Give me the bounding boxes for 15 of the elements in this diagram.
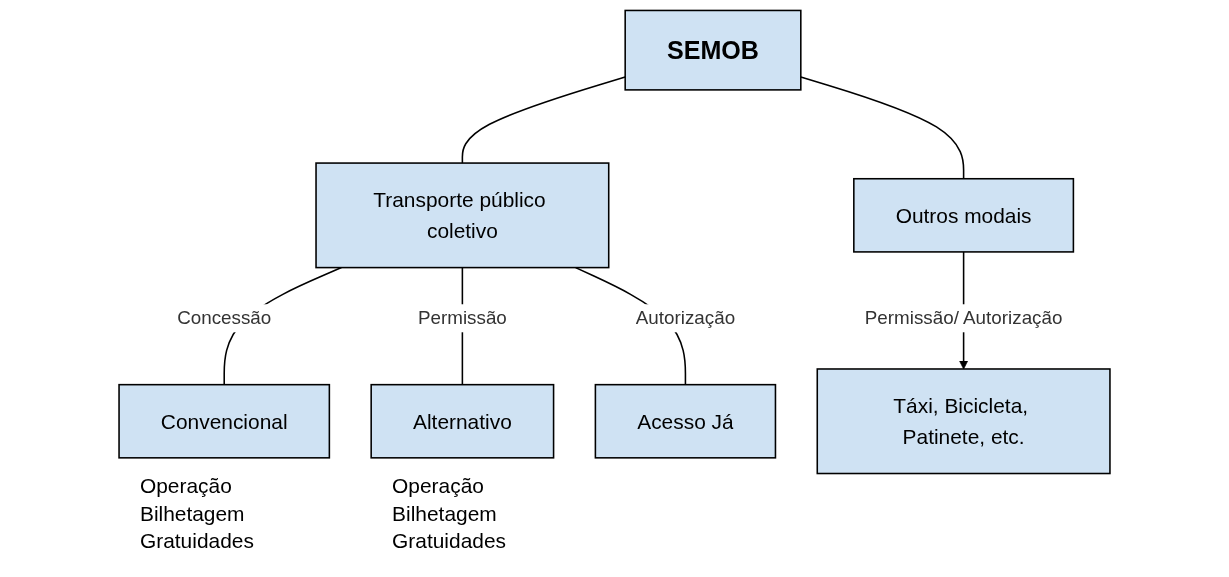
- node-box: Alternativo: [370, 383, 555, 459]
- node-box: Outros modais: [853, 177, 1075, 253]
- connector: [461, 76, 626, 164]
- edge-label: Autorização: [635, 307, 736, 329]
- connector: [800, 76, 965, 180]
- node-caption: Operação Bilhetagem Gratuidades: [139, 473, 254, 554]
- node-box: Convencional: [118, 383, 331, 459]
- edge-label: Permissão: [417, 307, 507, 329]
- node-box: Acesso Já: [594, 383, 777, 459]
- edge-label: Concessão: [177, 307, 272, 329]
- edge-label: Permissão/ Autorização: [864, 307, 1063, 329]
- node-caption: Operação Bilhetagem Gratuidades: [392, 473, 506, 554]
- node-box: SEMOB: [624, 9, 802, 91]
- node-box: Táxi, Bicicleta, Patinete, etc.: [816, 368, 1111, 475]
- node-box: Transporte público coletivo: [315, 162, 610, 269]
